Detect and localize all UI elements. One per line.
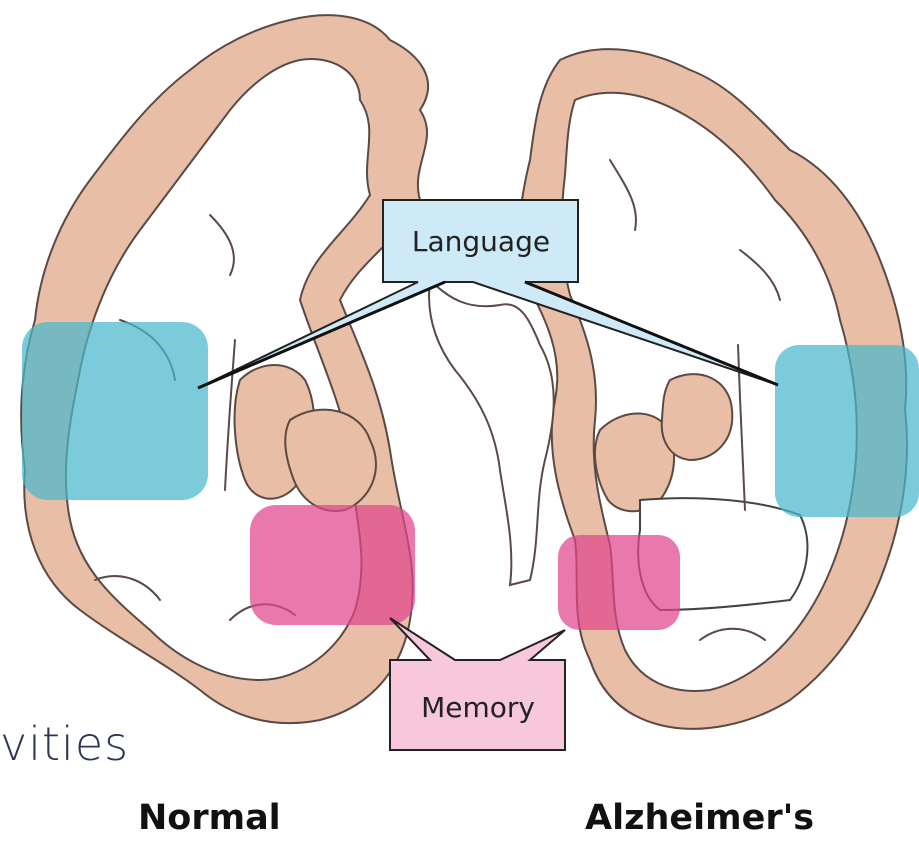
memory-label: Memory — [421, 691, 535, 724]
language-label: Language — [412, 225, 550, 258]
interhemispheric-space — [429, 280, 554, 585]
alzheimers-language-region — [775, 345, 919, 517]
normal-memory-region — [250, 505, 415, 625]
alzheimers-memory-region — [558, 535, 680, 630]
caption-normal: Normal — [138, 798, 281, 838]
memory-callout-box — [390, 618, 565, 750]
memory-callout: Memory — [390, 618, 565, 750]
cropped-background-text: vities — [0, 717, 129, 771]
caption-alzheimers: Alzheimer's — [585, 798, 814, 838]
alzheimers-thalamus — [662, 374, 733, 460]
normal-language-region — [22, 322, 208, 500]
